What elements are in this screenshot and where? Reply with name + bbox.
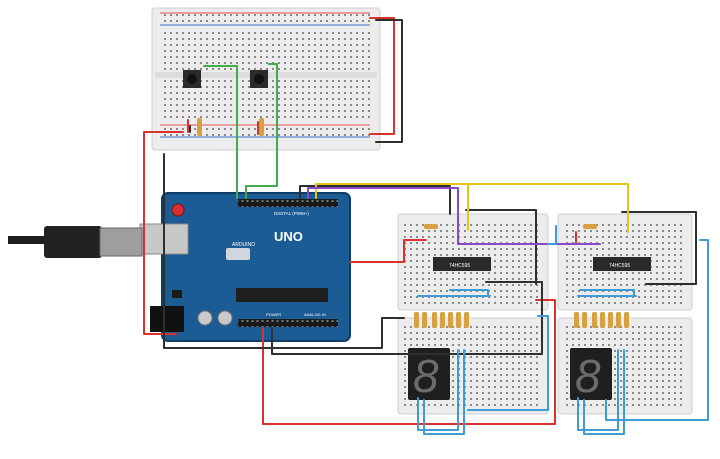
chip-right-label: 74HC595 xyxy=(609,263,630,269)
wire-green xyxy=(203,65,238,199)
digital-label: DIGITAL (PWM~) xyxy=(274,211,309,216)
wire-red xyxy=(369,17,395,135)
wire-blue xyxy=(449,289,489,297)
wire-red xyxy=(349,239,427,263)
wire-black xyxy=(271,281,543,355)
wire-purple xyxy=(307,187,601,245)
seven-segment-icon[interactable]: 8 xyxy=(570,348,612,402)
usb-cable-icon[interactable] xyxy=(8,226,143,258)
wire-green xyxy=(245,63,278,199)
wire-black xyxy=(299,185,451,215)
wire-black xyxy=(375,19,403,143)
seven-segment-icon[interactable]: 8 xyxy=(408,348,450,402)
wire-black xyxy=(465,209,537,285)
resistor-icon xyxy=(414,224,629,328)
analog-label: ANALOG IN xyxy=(304,312,326,317)
seven-segment-right-digit: 8 xyxy=(575,350,601,402)
push-button-icon[interactable] xyxy=(183,70,201,88)
power-label: POWER xyxy=(266,312,281,317)
wire-red xyxy=(143,131,184,335)
seven-segment-left-digit: 8 xyxy=(413,350,439,402)
wire-blue xyxy=(467,315,549,411)
wire-black xyxy=(163,153,405,349)
wire-blue xyxy=(417,349,459,431)
wire-blue xyxy=(577,349,619,431)
wire-blue xyxy=(583,349,625,435)
board-brand: ARDUINO xyxy=(232,242,255,248)
chip-left-label: 74HC595 xyxy=(449,263,470,269)
wire-blue xyxy=(547,225,557,245)
wire-blue xyxy=(579,289,635,297)
resistor-icon xyxy=(197,118,264,136)
ic-chip-icon[interactable]: 74HC595 xyxy=(593,257,651,271)
wire-blue xyxy=(423,349,465,435)
arduino-board[interactable]: UNO ARDUINO DIGITAL (PWM~) POWER ANALOG … xyxy=(139,192,351,342)
board-model: UNO xyxy=(274,229,303,244)
wire-yellow xyxy=(315,183,629,233)
wire-blue xyxy=(605,239,709,421)
wire-red xyxy=(262,299,556,425)
breadboard-top[interactable] xyxy=(151,7,381,151)
wire-black xyxy=(621,211,697,285)
push-button-icon[interactable] xyxy=(250,70,268,88)
ic-chip-icon[interactable]: 74HC595 xyxy=(433,257,491,271)
